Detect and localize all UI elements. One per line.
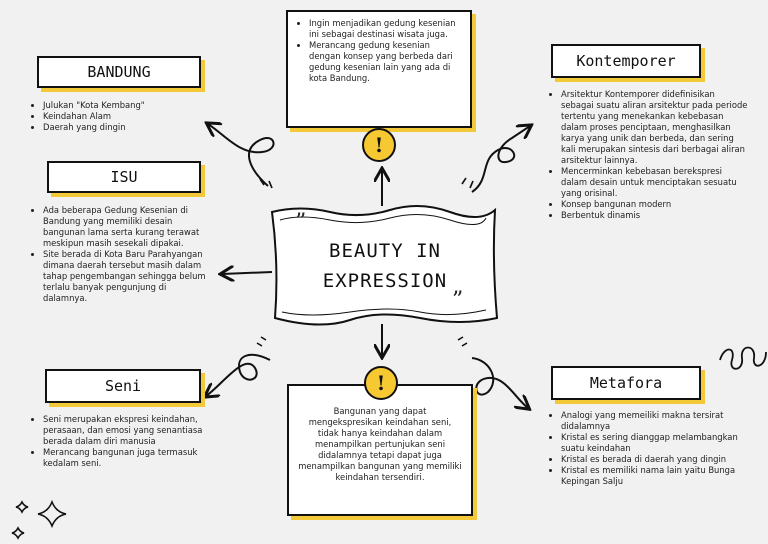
squiggle-icon	[719, 346, 767, 370]
bottom-note-text: Bangunan yang dapat mengekspresikan kein…	[298, 406, 462, 482]
arrow-seni	[206, 353, 271, 396]
top-note-item: Merancang gedung kesenian dengan konsep …	[309, 40, 462, 84]
seni-title: Seni	[104, 377, 142, 395]
metafora-item: Analogi yang memeiliki makna tersirat di…	[561, 410, 738, 432]
top-note-item: Ingin menjadikan gedung kesenian ini seb…	[309, 18, 462, 40]
isu-title-box: ISU	[47, 161, 201, 193]
metafora-item: Kristal es sering dianggap melambangkan …	[561, 432, 738, 454]
seni-title-box: Seni	[45, 369, 201, 403]
kontemporer-item: Konsep bangunan modern	[561, 199, 748, 210]
arrow-kontemporer	[471, 126, 530, 193]
center-frame	[270, 205, 499, 326]
isu-list: Ada beberapa Gedung Kesenian di Bandung …	[30, 205, 208, 304]
isu-item: Site berada di Kota Baru Parahyangan dim…	[43, 249, 208, 304]
bandung-item: Keindahan Alam	[43, 111, 210, 122]
center-title-line2: EXPRESSION	[322, 270, 448, 292]
bandung-list: Julukan "Kota Kembang" Keindahan Alam Da…	[30, 100, 210, 133]
bandung-title: BANDUNG	[87, 63, 151, 81]
bandung-item: Daerah yang dingin	[43, 122, 210, 133]
quote-mark-left: ”	[295, 210, 307, 235]
quote-mark-right: ”	[452, 288, 464, 313]
kontemporer-title-box: Kontemporer	[551, 44, 701, 78]
center-title-line1: BEAUTY IN	[329, 240, 441, 262]
isu-title: ISU	[110, 168, 138, 186]
lightbulb-icon: !	[364, 366, 398, 400]
seni-list: Seni merupakan ekspresi keindahan, peras…	[30, 414, 208, 469]
center-title: BEAUTY IN EXPRESSION	[290, 236, 480, 296]
top-note-box: Ingin menjadikan gedung kesenian ini seb…	[286, 10, 472, 128]
arrow-bandung	[208, 124, 275, 187]
arrow-metafora	[471, 357, 528, 408]
seni-item: Merancang bangunan juga termasuk kedalam…	[43, 447, 208, 469]
kontemporer-item: Mencerminkan kebebasan berekspresi dalam…	[561, 166, 748, 199]
lightbulb-icon: !	[362, 128, 396, 162]
isu-item: Ada beberapa Gedung Kesenian di Bandung …	[43, 205, 208, 249]
metafora-title-box: Metafora	[551, 366, 701, 400]
kontemporer-title: Kontemporer	[576, 52, 676, 70]
kontemporer-list: Arsitektur Kontemporer didefinisikan seb…	[548, 89, 748, 221]
kontemporer-item: Arsitektur Kontemporer didefinisikan seb…	[561, 89, 748, 166]
sparkle-icon	[11, 499, 67, 540]
kontemporer-item: Berbentuk dinamis	[561, 210, 748, 221]
bottom-note-box: Bangunan yang dapat mengekspresikan kein…	[287, 384, 473, 516]
bandung-item: Julukan "Kota Kembang"	[43, 100, 210, 111]
seni-item: Seni merupakan ekspresi keindahan, peras…	[43, 414, 208, 447]
arrow-isu	[222, 272, 273, 274]
bandung-title-box: BANDUNG	[37, 56, 201, 88]
metafora-item: Kristal es memiliki nama lain yaitu Bung…	[561, 465, 738, 487]
metafora-list: Analogi yang memeiliki makna tersirat di…	[548, 410, 738, 487]
metafora-title: Metafora	[589, 374, 663, 392]
metafora-item: Kristal es berada di daerah yang dingin	[561, 454, 738, 465]
